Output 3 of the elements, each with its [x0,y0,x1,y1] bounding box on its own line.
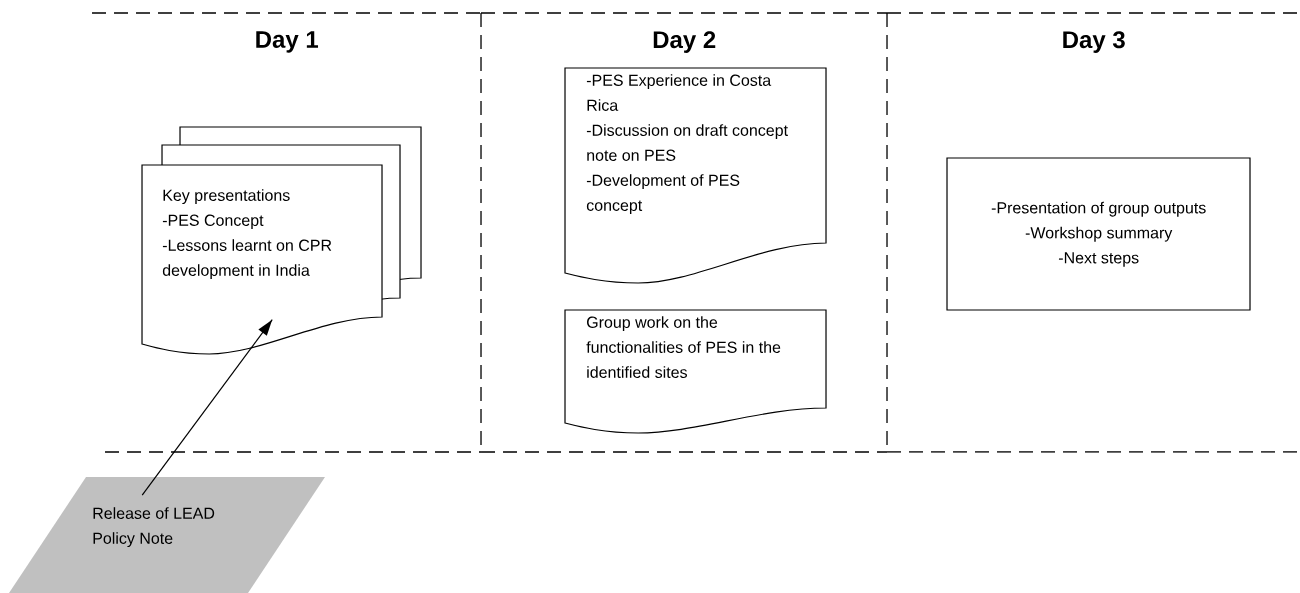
process-box: -Presentation of group outputs -Workshop summary -Next steps [946,157,1251,311]
arrow [141,319,273,496]
document-stack: Key presentations -PES Concept -Lessons learnt on CPR development in India [141,126,422,355]
